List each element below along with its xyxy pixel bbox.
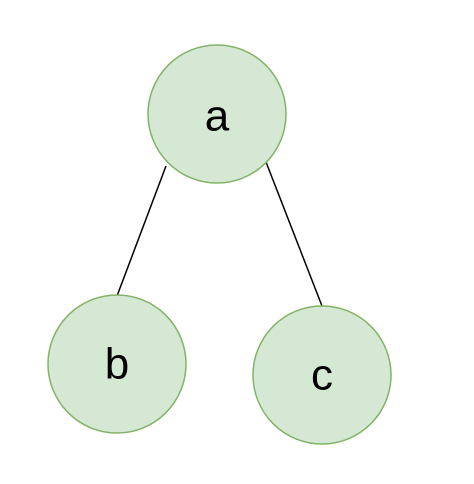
- node-a: a: [147, 44, 287, 184]
- node-c-label: c: [311, 351, 333, 400]
- edge-a-c: [265, 161, 323, 307]
- node-b: b: [47, 294, 187, 434]
- node-a-circle: [147, 44, 287, 184]
- node-b-label: b: [105, 340, 129, 389]
- node-c-circle: [252, 305, 392, 445]
- edge-a-b: [116, 165, 167, 297]
- node-b-circle: [47, 294, 187, 434]
- node-c: c: [252, 305, 392, 445]
- node-a-label: a: [205, 92, 230, 141]
